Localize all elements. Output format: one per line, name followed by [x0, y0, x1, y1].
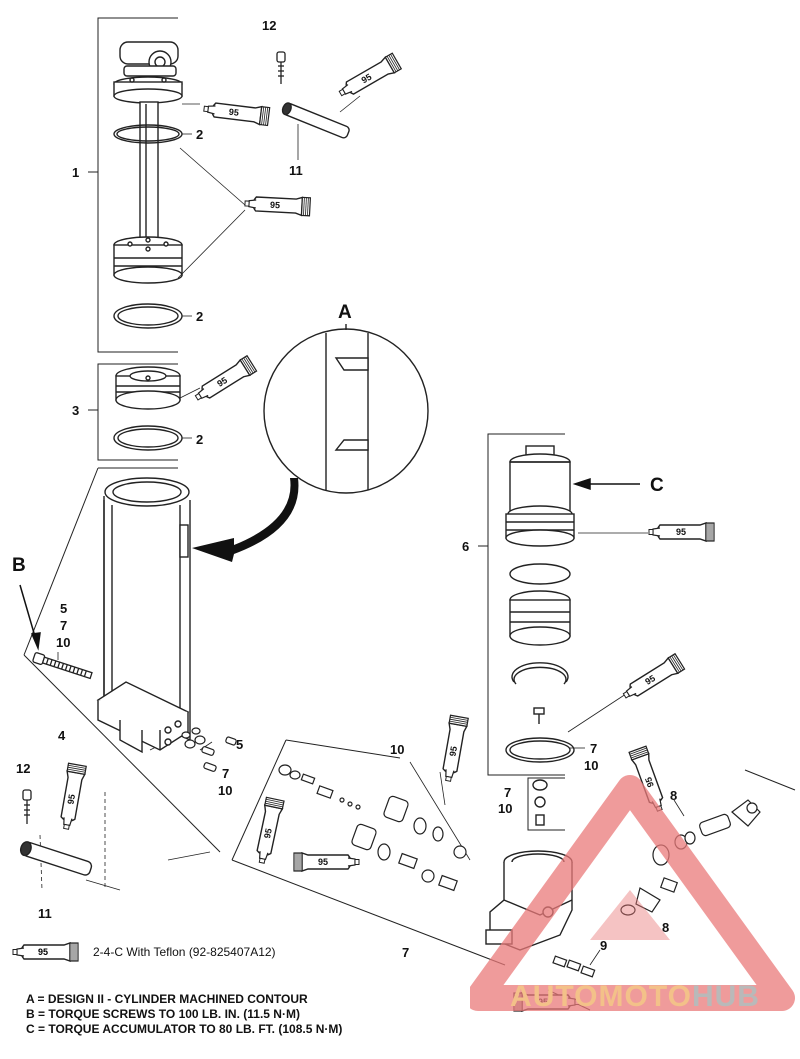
callout-10-valve: 10	[390, 742, 404, 757]
watermark: AUTOMOTOHUB	[465, 770, 800, 1050]
sealant-tube-8: 95	[56, 762, 87, 832]
watermark-triangle-logo	[465, 775, 795, 1011]
detail-a-magnifier	[263, 324, 429, 494]
watermark-text-part1: AUTOMOTO	[510, 980, 692, 1013]
sealant-tubes: 95 95 95 95 95 95 95 95 95 95 95 95	[56, 52, 715, 1012]
part-12-screws	[22, 51, 286, 824]
part-11-pins	[19, 102, 350, 876]
tube-label-9: 95	[262, 827, 274, 839]
callout-10-body: 10	[218, 783, 232, 798]
tube-label-8: 95	[66, 793, 78, 805]
tube-label-7: 95	[448, 745, 460, 757]
legend-tube-icon: 95	[12, 942, 79, 962]
detail-letter-c: C	[650, 475, 664, 496]
callout-8-lower: 8	[662, 920, 669, 935]
callout-6: 6	[462, 539, 469, 554]
tube-label-1: 95	[228, 107, 239, 118]
tube-label-10: 95	[318, 857, 328, 867]
bracket-lines	[23, 17, 796, 1011]
note-c: C = TORQUE ACCUMULATOR TO 80 LB. FT. (10…	[26, 1022, 343, 1036]
callout-7-left: 7	[60, 618, 67, 633]
callout-5-body: 5	[236, 737, 243, 752]
tube-label-5: 95	[676, 527, 686, 537]
side-hardware-5-7-10	[181, 727, 237, 772]
callout-12-top: 12	[262, 18, 276, 33]
valve-internal-parts	[278, 764, 467, 892]
torque-screw-b	[32, 652, 93, 680]
sealant-tube-9: 95	[252, 796, 285, 866]
sealant-tube-10: 95	[293, 852, 360, 872]
callout-2-mid: 2	[196, 309, 203, 324]
sealant-tube-7: 95	[438, 714, 469, 784]
tube-label-6: 95	[643, 673, 657, 687]
detail-arrows	[19, 477, 640, 651]
callout-12-bottom: 12	[16, 761, 30, 776]
legend-tube-label: 95	[38, 947, 48, 957]
note-a: A = DESIGN II - CYLINDER MACHINED CONTOU…	[26, 992, 308, 1006]
note-b: B = TORQUE SCREWS TO 100 LB. IN. (11.5 N…	[26, 1007, 300, 1021]
tube-label-11: 95	[643, 776, 656, 789]
callout-2-low: 2	[196, 432, 203, 447]
sealant-tube-1: 95	[202, 99, 271, 127]
sealant-tube-5: 95	[648, 522, 715, 542]
tube-label-3: 95	[270, 200, 281, 211]
sealant-tube-4: 95	[191, 355, 258, 407]
callout-8-top: 8	[670, 788, 677, 803]
sealant-tube-6: 95	[619, 653, 686, 705]
tube-label-4: 95	[215, 375, 229, 389]
detail-a-arrow	[192, 478, 299, 562]
callout-10-left: 10	[56, 635, 70, 650]
callout-5-left: 5	[60, 601, 67, 616]
callout-7-body: 7	[222, 766, 229, 781]
sealant-legend: 95 2-4-C With Teflon (92-825407A12)	[10, 942, 430, 962]
watermark-text: AUTOMOTOHUB	[470, 980, 800, 1014]
callout-11-bottom: 11	[38, 906, 52, 921]
part-3-end-cap	[115, 366, 181, 410]
leader-lines	[39, 95, 685, 966]
detail-letter-b: B	[12, 555, 26, 576]
callout-1: 1	[72, 165, 79, 180]
callout-2-top: 2	[196, 127, 203, 142]
callout-11-top: 11	[289, 163, 303, 178]
sealant-tube-11: 95	[628, 745, 669, 815]
callout-4: 4	[58, 728, 66, 743]
o-rings-2	[113, 124, 183, 451]
notes-block: A = DESIGN II - CYLINDER MACHINED CONTOU…	[26, 992, 486, 1037]
callout-10-acc: 10	[584, 758, 598, 773]
watermark-text-part2: HUB	[691, 980, 760, 1013]
callout-7-small: 7	[504, 785, 511, 800]
sealant-tube-3: 95	[243, 193, 312, 217]
tube-label-2: 95	[360, 72, 374, 86]
sealant-tube-2: 95	[335, 52, 402, 102]
callout-3: 3	[72, 403, 79, 418]
part-1-piston-rod	[113, 41, 183, 284]
part-6-accumulator	[505, 445, 575, 826]
callout-9: 9	[600, 938, 607, 953]
callout-7-acc: 7	[590, 741, 597, 756]
legend-text: 2-4-C With Teflon (92-825407A12)	[93, 945, 276, 959]
part-4-cylinder-body	[96, 477, 191, 754]
callout-7-valve: 7	[402, 945, 409, 960]
callout-10-small: 10	[498, 801, 512, 816]
detail-letter-a: A	[338, 302, 352, 323]
callout-numbers: 1 2 2 2 3 4 5 7 10 5 7 10 6 7 10 7 10 7 …	[12, 18, 677, 960]
